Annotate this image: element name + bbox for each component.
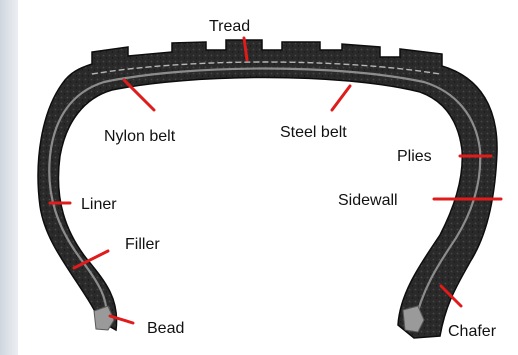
bead-label: Bead [147, 320, 184, 337]
nylon-belt-label: Nylon belt [104, 128, 176, 145]
steel-belt-label: Steel belt [280, 124, 347, 141]
sidewall-label: Sidewall [338, 192, 398, 209]
filler-label: Filler [125, 236, 160, 253]
tire-body [38, 40, 497, 338]
tread-label: Tread [209, 18, 250, 35]
liner-label: Liner [81, 196, 117, 213]
plies-label: Plies [397, 148, 432, 165]
chafer-label: Chafer [448, 323, 497, 340]
steel-belt-leader [332, 86, 350, 110]
